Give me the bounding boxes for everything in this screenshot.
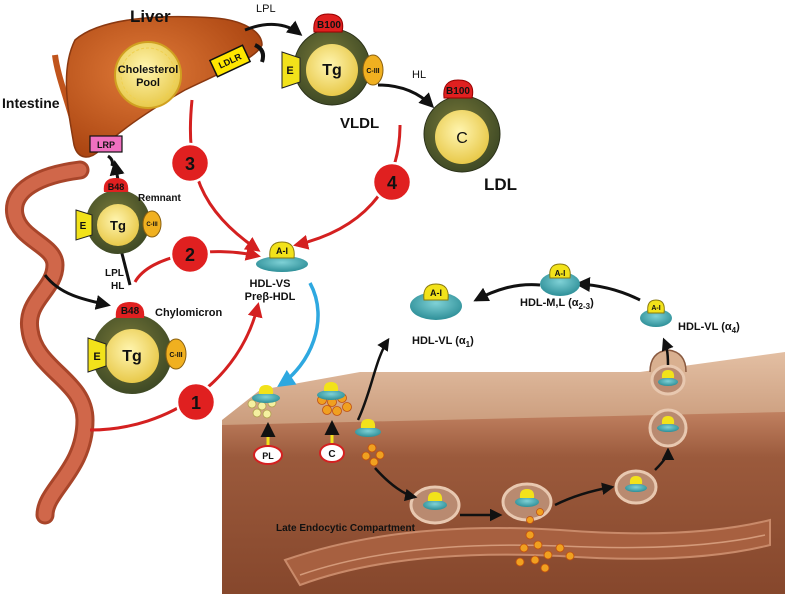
remnant-apob-label: B48	[108, 182, 125, 192]
pathway-1-label: 1	[191, 393, 201, 413]
pathway-arrows	[43, 20, 675, 522]
hdl-vl-a1-apo-label: A-I	[430, 288, 442, 298]
hdl-vl-a4-apo-label: A-I	[651, 305, 660, 312]
ldl-particle	[423, 79, 501, 173]
pathway-3-label: 3	[185, 154, 195, 174]
peripheral-cell	[222, 349, 785, 594]
liver-label: Liver	[130, 7, 171, 26]
pathway-2-label: 2	[185, 245, 195, 265]
c-marker	[319, 420, 345, 463]
cholesterol-pool-label-2: Pool	[136, 77, 160, 89]
hdl-vl-a4-label: HDL-VL (α4)	[678, 321, 740, 335]
remnant-apoe-label: E	[80, 221, 87, 232]
vldl-apoe-label: E	[286, 65, 293, 77]
cholesterol-droplets	[361, 443, 575, 573]
hdl-vl-a1-label: HDL-VL (α1)	[412, 335, 474, 349]
hdl-ml-a23-particle	[540, 263, 580, 296]
hdl-preb-line2: Preβ-HDL	[245, 291, 296, 303]
liver	[65, 15, 263, 158]
hdl-preb-line1: HDL-VS	[250, 278, 291, 290]
vldl-apob-label: B100	[317, 20, 341, 31]
lrp-label: LRP	[97, 140, 115, 150]
pathway-4-label: 4	[387, 173, 397, 193]
remnant-particle	[75, 178, 162, 254]
hdl-ml-a23-label: HDL-M,L (α2-3)	[520, 297, 594, 311]
hdl-preb-apo-label: A-I	[276, 246, 288, 256]
chylomicron-core-label: Tg	[122, 348, 142, 365]
hdl-vl-a4-particle	[640, 299, 672, 327]
ldlr-receptor	[208, 43, 266, 78]
late-endocytic-compartment-label: Late Endocytic Compartment	[276, 523, 416, 534]
pathway-1-marker	[175, 381, 217, 423]
chylomicron-apob-label: B48	[121, 306, 140, 317]
lpl-top-label: LPL	[256, 3, 276, 15]
vldl-apoc-label: C-III	[366, 68, 379, 75]
remnant-label: Remnant	[138, 193, 181, 204]
chylomicron-apoe-label: E	[93, 351, 100, 363]
cell-surface-hdl	[252, 370, 679, 510]
ldl-label: LDL	[484, 175, 517, 194]
pathway-3-marker	[169, 142, 211, 184]
vldl-core-label: Tg	[322, 62, 342, 79]
vldl-particle	[281, 13, 384, 106]
pathway-markers	[169, 142, 413, 423]
hdl-vl-a1-particle	[410, 283, 462, 320]
hl-left-label: HL	[111, 281, 124, 292]
c-label: C	[328, 449, 335, 460]
hdl-preb-particle	[256, 241, 308, 272]
lpl-left-label: LPL	[105, 268, 124, 279]
pl-marker	[253, 422, 283, 465]
chylomicron-label: Chylomicron	[155, 307, 223, 319]
pathway-2-marker	[169, 233, 211, 275]
vldl-label: VLDL	[340, 115, 379, 132]
hdl-ml-a23-apo-label: A-I	[555, 269, 566, 278]
pl-label: PL	[262, 451, 274, 461]
chylomicron-apoc-label: C-III	[169, 352, 182, 359]
ldl-apob-label: B100	[446, 86, 470, 97]
chylomicron-particle	[87, 302, 187, 394]
intestine-label: Intestine	[2, 95, 60, 111]
remnant-apoc-label: C-III	[146, 222, 158, 228]
hl-top-label: HL	[412, 69, 426, 81]
pathway-4-marker	[371, 161, 413, 203]
remnant-core-label: Tg	[110, 218, 126, 233]
ldl-core-label: C	[456, 130, 468, 147]
cholesterol-pool-label-1: Cholesterol	[118, 64, 179, 76]
